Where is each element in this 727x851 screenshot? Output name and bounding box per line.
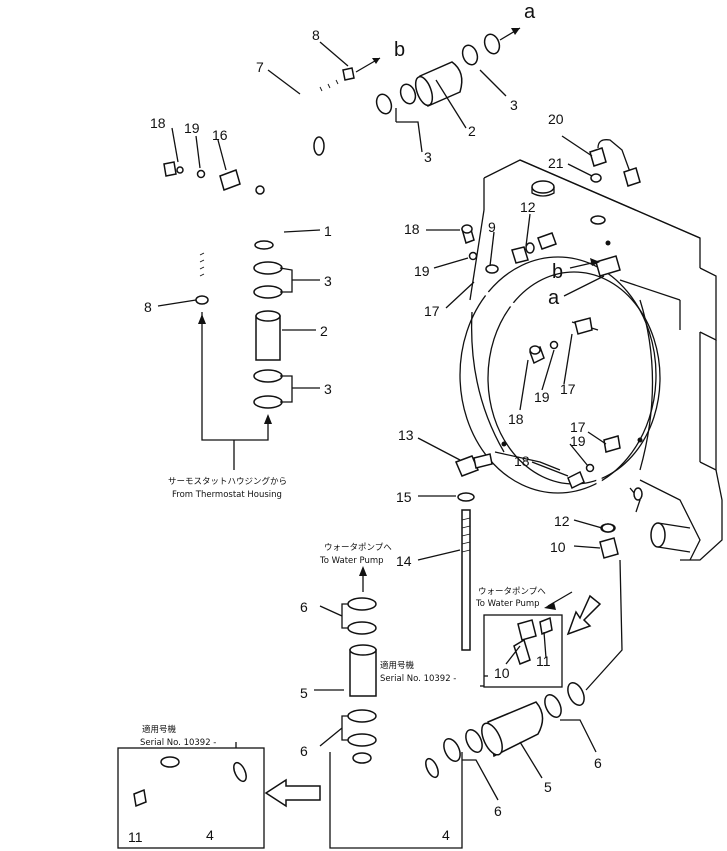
- label-part-18: 18: [514, 453, 530, 469]
- letter-b-top: b: [394, 39, 405, 61]
- label-part-7: 7: [256, 59, 264, 75]
- label-part-17: 17: [570, 419, 586, 435]
- label-part-16: 16: [212, 127, 228, 143]
- letter-a-top: a: [524, 1, 536, 23]
- label-part-10: 10: [550, 539, 566, 555]
- caption-serial-left-jp: 適用号機: [142, 724, 177, 735]
- label-part-10: 10: [494, 665, 510, 681]
- label-part-4: 4: [206, 827, 214, 843]
- label-part-19: 19: [570, 433, 586, 449]
- replacement-arrow: [264, 778, 321, 808]
- radiator-assembly: [459, 159, 723, 561]
- letter-a-mid: a: [548, 287, 560, 309]
- label-part-13: 13: [398, 427, 414, 443]
- label-part-14: 14: [396, 553, 412, 569]
- label-part-8: 8: [144, 299, 152, 315]
- detail-arrow: [566, 594, 602, 636]
- vent-pipe-7: [163, 67, 355, 305]
- label-part-17: 17: [424, 303, 440, 319]
- label-part-21: 21: [548, 155, 564, 171]
- label-part-6: 6: [594, 755, 602, 771]
- label-part-9: 9: [488, 219, 496, 235]
- label-part-3: 3: [424, 149, 432, 165]
- caption-water-pump-right-jp: ウォータポンプへ: [478, 587, 546, 597]
- radiator-fittings: [455, 139, 641, 559]
- caption-water-pump-right-en: To Water Pump: [475, 599, 540, 609]
- leader-lines: [157, 27, 607, 801]
- label-part-4: 4: [442, 827, 450, 843]
- captions: サーモスタットハウジングから From Thermostat Housing ウ…: [140, 476, 546, 748]
- part-labels: 1 2 2 3 3 3 3 4 4 5 5 6 6 6 6 7 8 8 9 10…: [128, 27, 602, 845]
- label-part-18: 18: [150, 115, 166, 131]
- pipe-4-box-middle: [329, 752, 463, 849]
- clamp-pairs-3: [253, 33, 501, 409]
- caption-serial-left-en: Serial No. 10392 -: [140, 738, 216, 748]
- caption-serial-mid-jp: 適用号機: [380, 660, 415, 671]
- caption-water-pump-left-jp: ウォータポンプへ: [324, 543, 392, 553]
- label-part-19: 19: [414, 263, 430, 279]
- label-part-8: 8: [312, 27, 320, 43]
- label-part-6: 6: [300, 743, 308, 759]
- upper-pipe-1: [254, 132, 325, 250]
- detail-box-10-11: [483, 614, 563, 688]
- label-part-15: 15: [396, 489, 412, 505]
- label-part-3: 3: [324, 381, 332, 397]
- label-part-6: 6: [494, 803, 502, 819]
- caption-serial-mid-en: Serial No. 10392 -: [380, 674, 456, 684]
- caption-water-pump-left-en: To Water Pump: [319, 556, 384, 566]
- caption-thermostat-en: From Thermostat Housing: [172, 490, 282, 500]
- label-part-18: 18: [508, 411, 524, 427]
- label-part-5: 5: [544, 779, 552, 795]
- label-part-12: 12: [520, 199, 536, 215]
- label-part-20: 20: [548, 111, 564, 127]
- label-part-19: 19: [534, 389, 550, 405]
- lower-hoses: [347, 492, 623, 763]
- label-part-2: 2: [320, 323, 328, 339]
- label-part-19: 19: [184, 120, 200, 136]
- label-part-2: 2: [468, 123, 476, 139]
- label-part-12: 12: [554, 513, 570, 529]
- label-part-5: 5: [300, 685, 308, 701]
- label-part-1: 1: [324, 223, 332, 239]
- caption-thermostat-jp: サーモスタットハウジングから: [168, 476, 287, 487]
- label-part-17: 17: [560, 381, 576, 397]
- label-part-3: 3: [324, 273, 332, 289]
- label-part-11: 11: [536, 653, 551, 669]
- label-part-18: 18: [404, 221, 420, 237]
- connection-letters: a b b a: [394, 1, 563, 309]
- label-part-3: 3: [510, 97, 518, 113]
- label-part-6: 6: [300, 599, 308, 615]
- label-part-11: 11: [128, 829, 143, 845]
- letter-b-mid: b: [552, 261, 563, 283]
- pipe-4-box-left: [117, 747, 265, 849]
